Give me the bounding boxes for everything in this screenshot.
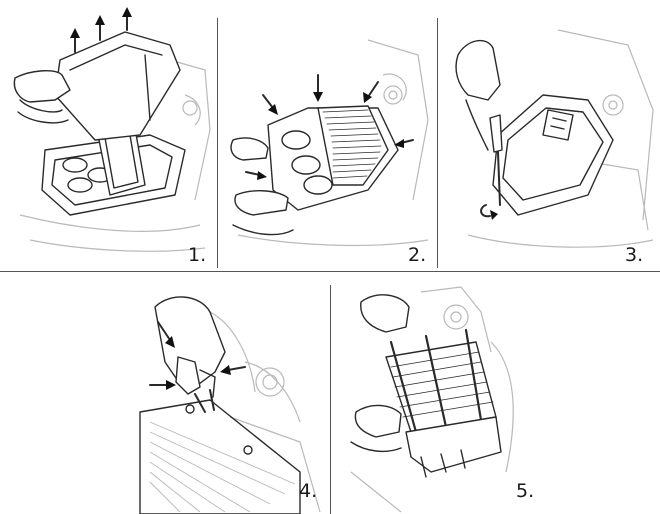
clip-pinch-icon [139,296,321,514]
filter-strap-install-icon [350,286,514,513]
step-panel-1: 1. [0,0,217,270]
step-number: 3. [625,244,644,266]
step-number: 5. [516,480,535,502]
step-number: 2. [408,244,427,266]
step-panel-4: 4. [0,272,330,514]
divider-horizontal [0,271,660,272]
screwdriver-unscrew-icon [455,29,654,248]
divider-bottom [330,285,331,514]
divider-top-2 [437,18,438,268]
air-box-lid-lift-icon [13,7,211,252]
step-number: 4. [299,480,318,502]
step-panel-2: 2. [218,0,437,270]
step-panel-3: 3. [438,0,660,270]
step-number: 1. [188,244,207,266]
step-panel-5: 5. [331,272,660,514]
divider-top-1 [217,18,218,268]
air-filter-press-icon [230,39,429,247]
